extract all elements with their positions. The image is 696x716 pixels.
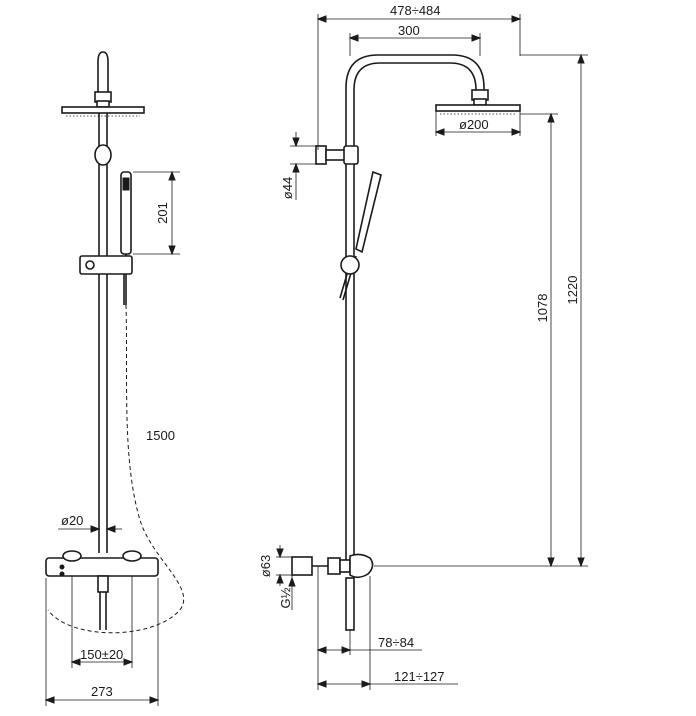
dim-hose-length: 1500 bbox=[146, 428, 175, 443]
dim-valve-width: 273 bbox=[91, 684, 113, 699]
dim-handshower-height: 201 bbox=[155, 202, 170, 224]
dim-head-diameter: ø200 bbox=[459, 117, 489, 132]
front-head-arm bbox=[97, 51, 109, 92]
front-head-connector-lower bbox=[96, 100, 110, 108]
side-riser-inner bbox=[353, 62, 477, 560]
side-view: 478÷484 300 ø200 ø44 1078 bbox=[258, 3, 588, 690]
side-riser-outer bbox=[345, 54, 485, 560]
front-slider bbox=[79, 255, 133, 275]
dim-valve-centres: 150±20 bbox=[80, 647, 123, 662]
dim-outlet-offset: 78÷84 bbox=[378, 635, 414, 650]
side-hand-shower bbox=[355, 170, 382, 254]
dim-thread-size: G½ bbox=[278, 587, 293, 608]
dim-bar-diameter: ø20 bbox=[61, 513, 83, 528]
dim-bracket-diameter: ø44 bbox=[280, 177, 295, 199]
side-slider-knob bbox=[340, 255, 360, 275]
dim-eccentric-diameter: ø63 bbox=[258, 555, 273, 577]
dim-overall-projection: 478÷484 bbox=[390, 3, 441, 18]
side-shower-head bbox=[435, 104, 521, 112]
front-hose bbox=[47, 304, 185, 634]
dim-head-height: 1078 bbox=[535, 294, 550, 323]
front-view: 201 1500 ø20 150±20 273 bbox=[44, 51, 185, 706]
dim-arm-reach: 300 bbox=[398, 23, 420, 38]
dim-overall-height: 1220 bbox=[565, 276, 580, 305]
front-shower-head bbox=[61, 106, 145, 114]
side-valve-body bbox=[349, 553, 374, 579]
front-bar-clamp bbox=[94, 144, 112, 166]
dim-wall-projection: 121÷127 bbox=[394, 669, 445, 684]
